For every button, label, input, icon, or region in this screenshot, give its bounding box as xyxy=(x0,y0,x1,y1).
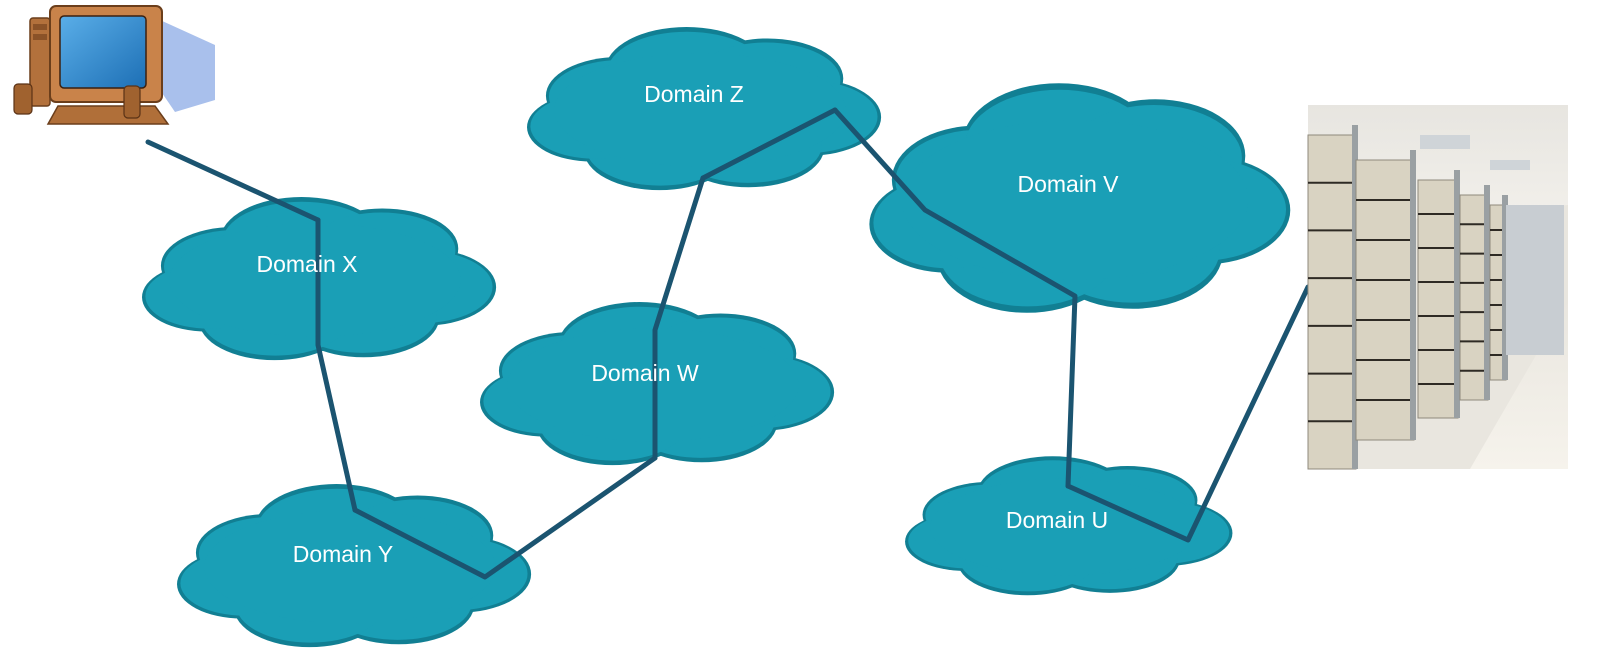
link-domain-u-to-data-center xyxy=(1065,284,1311,543)
link-domain-y-to-domain-w xyxy=(352,455,658,580)
computer-icon xyxy=(13,5,215,125)
link-client-to-domain-x xyxy=(145,139,321,223)
rack-post xyxy=(1454,170,1460,418)
link-domain-w-to-domain-z xyxy=(652,175,706,461)
link-domain-x-to-domain-y xyxy=(315,217,358,513)
domain-z-cloud xyxy=(527,27,882,191)
rack-column xyxy=(1417,179,1459,419)
rack-column xyxy=(1355,159,1415,441)
domain-z-label: Domain Z xyxy=(644,81,744,107)
rack-column xyxy=(1459,194,1489,401)
rack-column xyxy=(1307,134,1357,470)
domain-x-label: Domain X xyxy=(257,251,358,277)
rack-post xyxy=(1410,150,1416,440)
domain-u-label: Domain U xyxy=(1006,507,1108,533)
rack-post xyxy=(1502,195,1508,380)
rack-post xyxy=(1352,125,1358,469)
domain-w-label: Domain W xyxy=(591,360,699,386)
domain-v-cloud xyxy=(869,83,1291,313)
domain-v-label: Domain V xyxy=(1018,171,1120,197)
server-room-photo xyxy=(1307,105,1568,470)
domain-y-label: Domain Y xyxy=(293,541,394,567)
far-rack xyxy=(1506,205,1564,355)
link-domain-v-to-domain-u xyxy=(832,107,1078,489)
link-domain-z-to-domain-v xyxy=(700,107,838,181)
rack-post xyxy=(1484,185,1490,400)
